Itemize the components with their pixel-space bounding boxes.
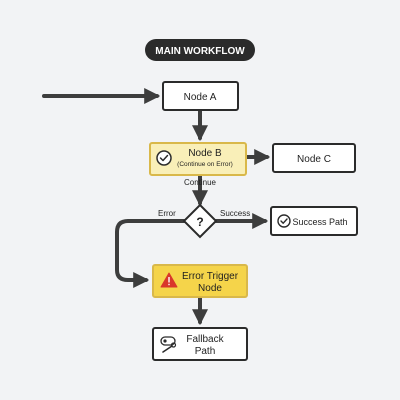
error-trigger-label-line1: Error Trigger (182, 271, 239, 282)
workflow-title-badge: MAIN WORKFLOW (145, 39, 255, 61)
error-trigger-node[interactable]: Error Trigger Node (152, 264, 248, 298)
fallback-label-line2: Path (195, 346, 216, 357)
workflow-title: MAIN WORKFLOW (155, 46, 245, 57)
error-trigger-label-line2: Node (198, 283, 222, 294)
fallback-path-node[interactable]: Fallback Path (152, 327, 248, 361)
edges (42, 88, 271, 326)
check-circle-icon (156, 150, 172, 166)
node-c[interactable]: Node C (272, 143, 356, 173)
node-c-label: Node C (297, 154, 331, 165)
warning-triangle-icon (160, 272, 178, 288)
fallback-tool-icon (160, 336, 177, 353)
check-circle-icon (277, 214, 291, 228)
success-path-node[interactable]: Success Path (270, 206, 358, 236)
node-a-label: Node A (184, 92, 217, 103)
node-b-sublabel: (Continue on Error) (177, 161, 233, 168)
edge-label-continue: Continue (184, 178, 217, 187)
edge-label-success: Success (220, 209, 250, 218)
success-path-label: Success Path (292, 217, 347, 227)
edge-label-error: Error (158, 209, 176, 218)
edge-decision-to-error (115, 219, 186, 288)
node-a[interactable]: Node A (162, 81, 239, 111)
fallback-label-line1: Fallback (186, 334, 224, 345)
node-b-label: Node B (188, 148, 222, 159)
node-b[interactable]: Node B (Continue on Error) (149, 142, 247, 176)
decision-label: ? (196, 215, 203, 229)
decision-node[interactable]: ? (182, 203, 218, 239)
